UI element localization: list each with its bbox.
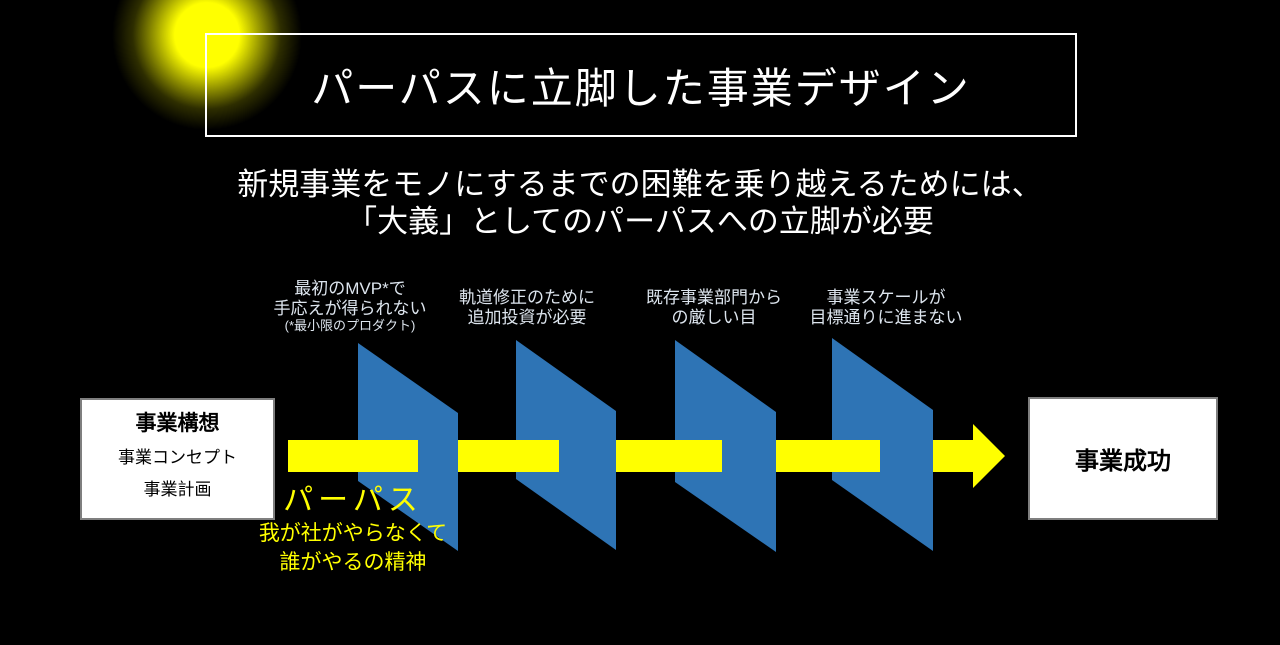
arrow-segment-2 bbox=[458, 440, 559, 472]
obstacle-2-line-1: 軌道修正のために bbox=[459, 288, 595, 307]
yellow-glow-decoration bbox=[112, 0, 302, 130]
arrow-segment-1 bbox=[288, 440, 418, 472]
subtitle-line-1: 新規事業をモノにするまでの困難を乗り越えるためには、 bbox=[237, 167, 1043, 202]
arrow-segment-4 bbox=[776, 440, 880, 472]
obstacle-sheet-4 bbox=[832, 338, 933, 551]
obstacle-label-1: 最初のMVP*で 手応えが得られない (*最小限のプロダクト) bbox=[190, 279, 510, 334]
obstacle-2-line-2: 追加投資が必要 bbox=[467, 307, 587, 327]
purpose-line-2: 誰がやるの精神 bbox=[279, 551, 427, 574]
slide-subtitle: 新規事業をモノにするまでの困難を乗り越えるためには、 「大義」としてのパーパスへ… bbox=[0, 166, 1280, 240]
slide-title: パーパスに立脚した事業デザイン bbox=[311, 64, 971, 112]
end-box: 事業成功 bbox=[1028, 397, 1218, 520]
obstacle-4-line-2: 目標通りに進まない bbox=[809, 307, 963, 327]
purpose-line-1: 我が社がやらなくて bbox=[258, 522, 448, 545]
title-box: パーパスに立脚した事業デザイン bbox=[205, 33, 1077, 137]
obstacle-1-line-2: 手応えが得られない bbox=[273, 298, 427, 318]
start-box-item-1: 事業コンセプト bbox=[118, 448, 237, 467]
purpose-title: パーパス bbox=[283, 484, 423, 517]
arrow-segment-5 bbox=[933, 440, 973, 472]
obstacle-1-line-1: 最初のMVP*で bbox=[294, 279, 406, 298]
end-box-title: 事業成功 bbox=[1075, 448, 1171, 475]
obstacle-label-4: 事業スケールが 目標通りに進まない bbox=[726, 288, 1046, 327]
obstacle-4-line-1: 事業スケールが bbox=[826, 288, 946, 307]
obstacle-1-note: (*最小限のプロダクト) bbox=[284, 318, 416, 333]
start-box-item-2: 事業計画 bbox=[143, 480, 212, 499]
subtitle-line-2: 「大義」としてのパーパスへの立脚が必要 bbox=[346, 204, 934, 239]
start-box-title: 事業構想 bbox=[135, 412, 220, 435]
obstacle-label-2: 軌道修正のために 追加投資が必要 bbox=[367, 288, 687, 327]
arrow-head bbox=[973, 424, 1005, 488]
obstacle-sheet-3 bbox=[675, 340, 776, 552]
arrow-segment-3 bbox=[616, 440, 722, 472]
obstacle-3-line-1: 既存事業部門から bbox=[646, 288, 782, 307]
obstacle-3-line-2: の厳しい目 bbox=[671, 307, 757, 327]
obstacle-sheet-2 bbox=[516, 340, 616, 550]
start-box: 事業構想 事業コンセプト 事業計画 bbox=[80, 398, 275, 520]
purpose-callout: パーパス 我が社がやらなくて 誰がやるの精神 bbox=[203, 483, 503, 577]
obstacle-label-3: 既存事業部門から の厳しい目 bbox=[554, 288, 874, 327]
